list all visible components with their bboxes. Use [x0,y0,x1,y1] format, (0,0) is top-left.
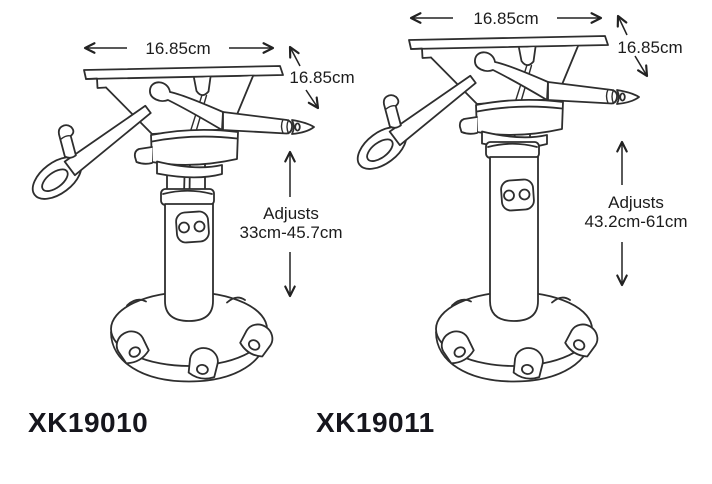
adjust-dimension-label: Adjusts 43.2cm-61cm [585,193,688,231]
model-number-xk19010: XK19010 [28,407,149,438]
pedestal-drawing-tall [356,35,640,383]
adjust-word: Adjusts [263,204,319,223]
depth-dimension-label: 16.85cm [289,68,355,87]
depth-dimension-label: 16.85cm [617,38,683,57]
depth-arrow-down [634,55,649,78]
depth-arrow-up [288,45,301,67]
depth-arrow-down [305,89,320,110]
adjust-word: Adjusts [608,193,664,212]
dimension-arrows-left [83,42,320,298]
model-number-xk19011: XK19011 [316,407,435,438]
adjust-range: 43.2cm-61cm [584,212,688,231]
width-dimension-label: 16.85cm [473,9,539,28]
adjust-range: 33cm-45.7cm [239,223,343,242]
pedestal-drawing-short [31,65,315,383]
width-dimension-label: 16.85cm [145,39,211,58]
dimension-arrows-right [409,12,649,287]
depth-arrow-up [616,14,628,36]
adjust-dimension-label: Adjusts 33cm-45.7cm [240,204,343,242]
